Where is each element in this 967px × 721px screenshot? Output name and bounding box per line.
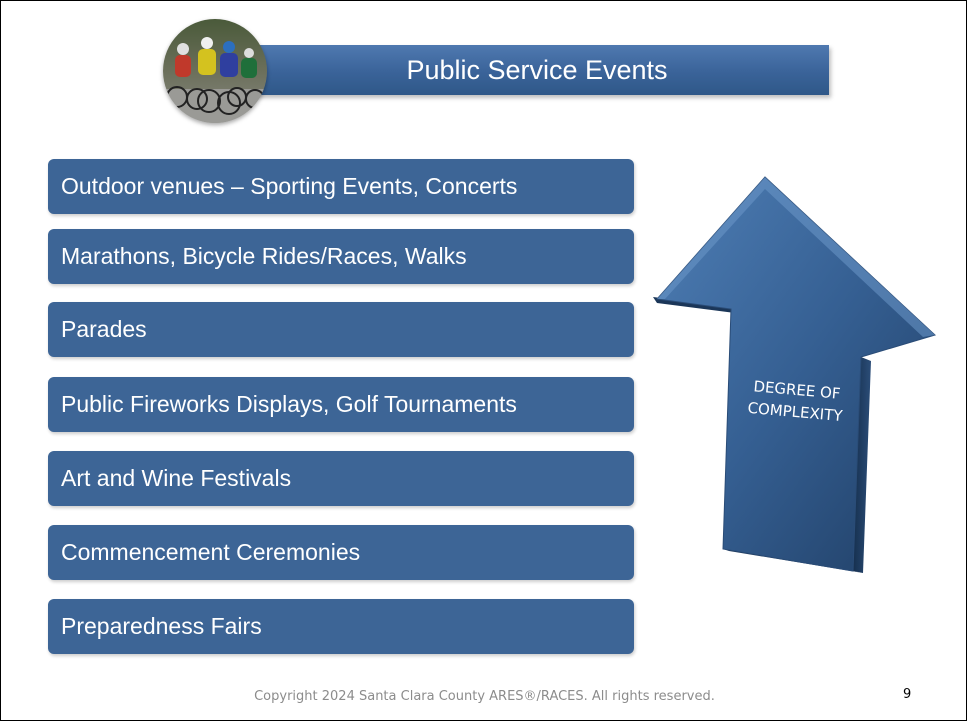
event-item-fireworks: Public Fireworks Displays, Golf Tourname… <box>48 377 634 432</box>
cyclists-photo-icon <box>163 19 267 123</box>
slide-title: Public Service Events <box>406 55 668 85</box>
title-bar <box>229 45 829 95</box>
event-item-outdoor-venues: Outdoor venues – Sporting Events, Concer… <box>48 159 634 214</box>
event-item-art-wine: Art and Wine Festivals <box>48 451 634 506</box>
event-item-commencement: Commencement Ceremonies <box>48 525 634 580</box>
page-number: 9 <box>903 687 912 702</box>
event-item-marathons: Marathons, Bicycle Rides/Races, Walks <box>48 229 634 284</box>
event-item-parades: Parades <box>48 302 634 357</box>
copyright-footer: Copyright 2024 Santa Clara County ARES®/… <box>254 689 715 704</box>
event-item-preparedness: Preparedness Fairs <box>48 599 634 654</box>
up-arrow-icon <box>653 171 945 583</box>
